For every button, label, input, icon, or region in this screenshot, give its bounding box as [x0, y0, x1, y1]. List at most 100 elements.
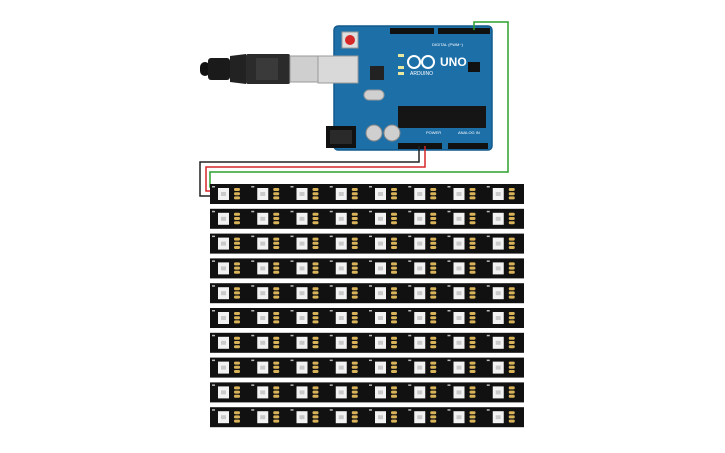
- wire-5v[interactable]: [205, 146, 426, 192]
- solder-pad: [234, 266, 240, 270]
- strip-marking: [486, 186, 490, 188]
- solder-pad: [469, 341, 476, 344]
- strip-marking: [329, 285, 333, 287]
- solder-pad: [312, 390, 319, 394]
- solder-pad: [391, 221, 397, 225]
- led-strip[interactable]: [210, 382, 524, 403]
- solder-pad: [351, 320, 358, 324]
- solder-pad: [273, 237, 280, 241]
- usb-cable[interactable]: [200, 54, 319, 84]
- solder-pad: [430, 370, 437, 373]
- usb-plug-taper: [230, 54, 246, 84]
- power-header[interactable]: [398, 143, 442, 149]
- led-strip[interactable]: [210, 233, 524, 254]
- led-strip[interactable]: [210, 332, 524, 353]
- solder-pad: [312, 411, 319, 415]
- solder-pad: [351, 386, 358, 390]
- strip-marking: [408, 235, 412, 238]
- solder-pad: [391, 415, 397, 419]
- solder-pad: [312, 217, 319, 220]
- analog-header[interactable]: [448, 143, 488, 149]
- solder-pad: [351, 361, 358, 365]
- solder-pad: [469, 386, 476, 390]
- solder-pad: [430, 291, 437, 295]
- led-die: [338, 192, 344, 196]
- led-strip[interactable]: [210, 258, 524, 279]
- solder-pad: [508, 320, 515, 324]
- led-die: [417, 192, 423, 196]
- strip-marking: [212, 334, 215, 337]
- solder-pad: [430, 361, 437, 365]
- solder-pad: [469, 241, 476, 245]
- led-strip[interactable]: [210, 283, 524, 304]
- strip-marking: [447, 409, 451, 411]
- led-die: [417, 390, 423, 395]
- solder-pad: [391, 241, 397, 245]
- solder-pad: [351, 415, 358, 419]
- solder-pad: [391, 386, 397, 390]
- digital-header-right[interactable]: [438, 28, 490, 34]
- solder-pad: [273, 212, 280, 216]
- solder-pad: [273, 345, 280, 349]
- led-die: [378, 340, 383, 345]
- solder-pad: [351, 341, 358, 344]
- capacitor-2: [383, 124, 401, 142]
- led-die: [417, 266, 423, 271]
- led-die: [299, 291, 305, 296]
- usb-plug-metal: [289, 55, 319, 83]
- solder-pad: [351, 419, 358, 423]
- solder-pad: [508, 246, 515, 249]
- led-die: [378, 216, 383, 221]
- solder-pad: [430, 336, 437, 340]
- solder-pad: [391, 320, 397, 324]
- solder-pad: [508, 295, 515, 299]
- solder-pad: [469, 270, 476, 274]
- led-die: [260, 390, 266, 395]
- solder-pad: [391, 341, 397, 344]
- led-die: [260, 415, 266, 420]
- solder-pad: [430, 212, 437, 216]
- strip-marking: [290, 260, 294, 262]
- strip-marking: [486, 310, 490, 312]
- led-strip[interactable]: [210, 407, 524, 428]
- solder-pad: [351, 336, 358, 340]
- led-die: [417, 216, 423, 221]
- strip-marking: [251, 285, 255, 287]
- led-strip[interactable]: [210, 184, 524, 204]
- solder-pad: [234, 316, 240, 320]
- solder-pad: [273, 246, 280, 249]
- solder-pad: [508, 316, 515, 320]
- solder-pad: [508, 365, 515, 369]
- solder-pad: [469, 415, 476, 419]
- solder-pad: [391, 262, 397, 266]
- solder-pad: [273, 192, 280, 196]
- strip-marking: [447, 260, 451, 262]
- power-jack-inner: [330, 130, 352, 144]
- reset-button[interactable]: [345, 35, 355, 45]
- strip-marking: [212, 210, 215, 213]
- solder-pad: [234, 411, 240, 415]
- led-die: [299, 241, 305, 246]
- digital-header-left[interactable]: [390, 28, 434, 34]
- arduino-uno-board[interactable]: UNO ARDUINO DIGITAL (PWM~) POWER ANALOG …: [317, 25, 493, 151]
- usb-port[interactable]: [317, 55, 359, 84]
- neopixel-matrix[interactable]: [210, 184, 524, 428]
- solder-pad: [430, 312, 437, 315]
- solder-pad: [469, 361, 476, 365]
- solder-pad: [430, 411, 437, 415]
- solder-pad: [430, 320, 437, 324]
- solder-pad: [351, 241, 358, 245]
- solder-pad: [391, 394, 397, 398]
- led-strip[interactable]: [210, 208, 524, 229]
- solder-pad: [273, 411, 280, 415]
- led-strip[interactable]: [210, 308, 524, 328]
- wire-ground[interactable]: [199, 146, 420, 197]
- led-die: [338, 241, 344, 246]
- led-die: [221, 216, 226, 221]
- solder-pad: [351, 312, 358, 315]
- led-strip[interactable]: [210, 357, 524, 378]
- solder-pad: [351, 217, 358, 220]
- solder-pad: [391, 212, 397, 216]
- solder-pad: [312, 246, 319, 249]
